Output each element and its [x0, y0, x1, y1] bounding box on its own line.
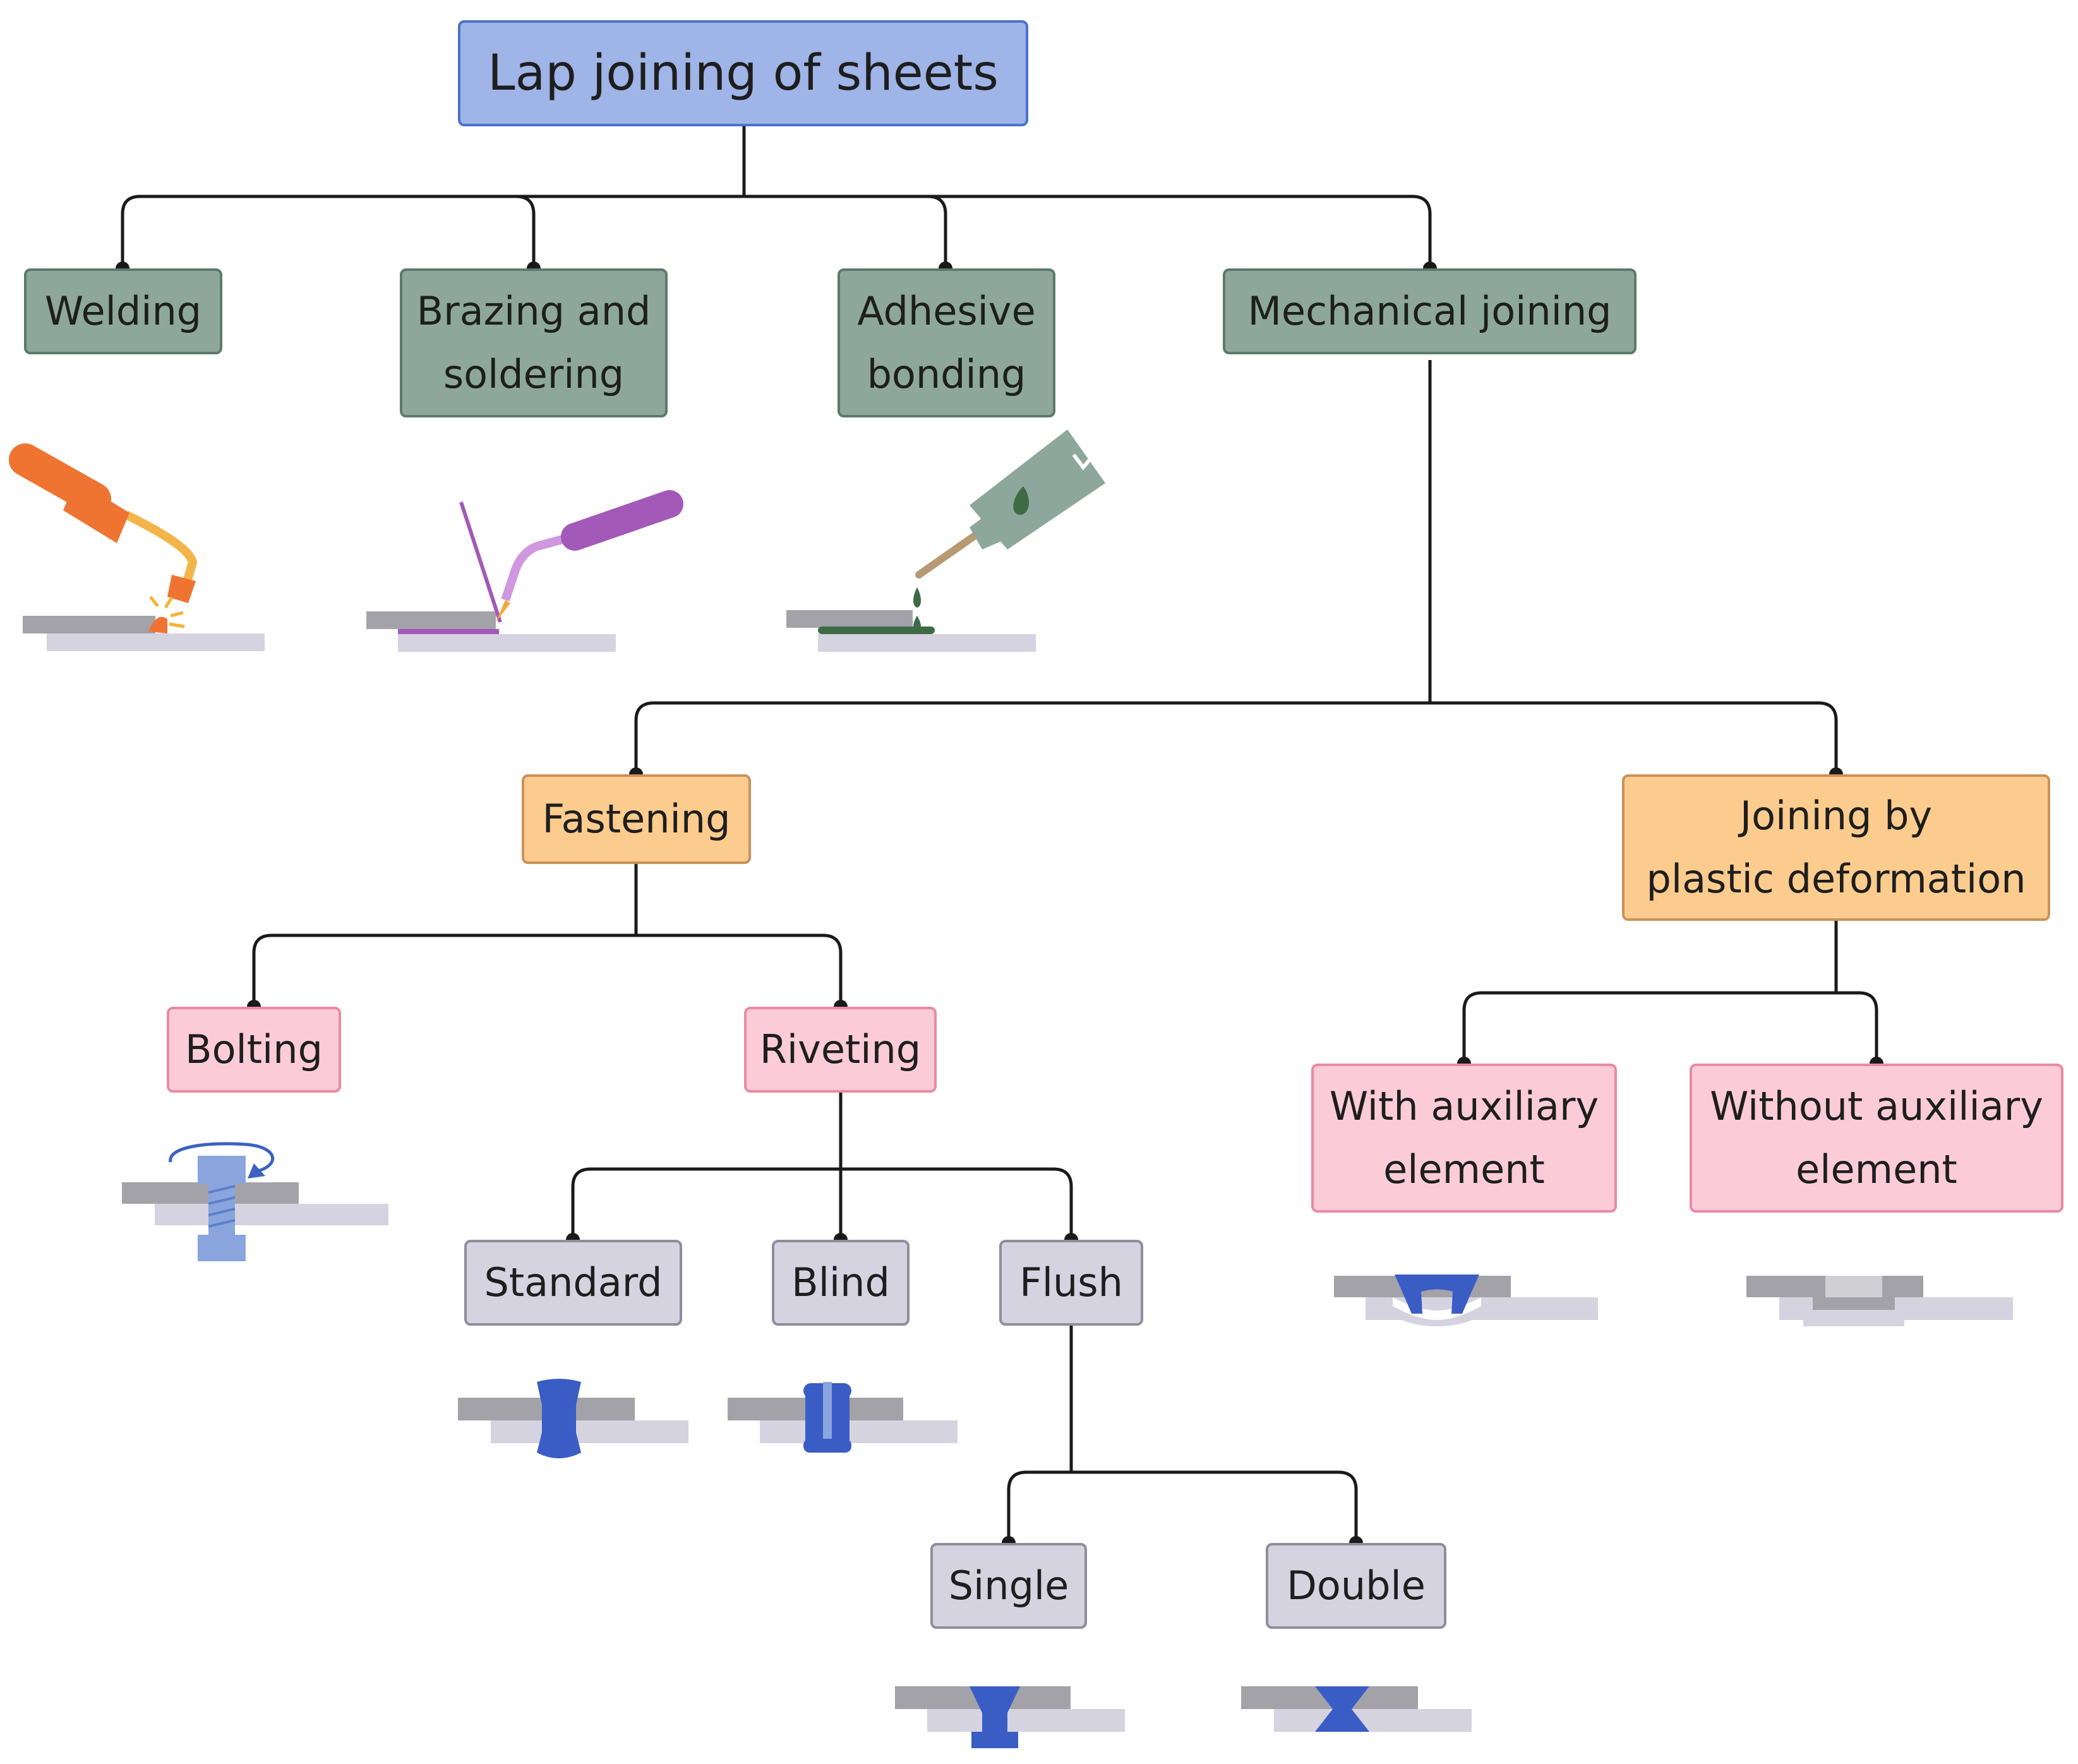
bottom-sheet [47, 633, 265, 651]
tube-cap-mark [1072, 453, 1091, 471]
connector-fastening [252, 864, 843, 1007]
adhesive-tube-icon [786, 429, 1105, 652]
rivet-body [970, 1686, 1020, 1748]
nut [198, 1235, 246, 1261]
standard-rivet-icon [458, 1379, 688, 1458]
node-without-auxiliary-element: Without auxiliary element [1690, 1064, 2063, 1213]
auxiliary-element [1395, 1275, 1479, 1314]
node-fastening: Fastening [522, 774, 751, 864]
rivet-mandrel [823, 1382, 832, 1450]
clinch-button [1803, 1310, 1904, 1326]
bolt-thread [208, 1219, 236, 1228]
top-sheet [366, 611, 496, 629]
bolt-thread [208, 1208, 236, 1216]
node-lap-joining-of-sheets: Lap joining of sheets [458, 20, 1028, 126]
tube-body [970, 429, 1105, 549]
clinch-groove [1393, 1297, 1481, 1320]
tube-drop [1013, 486, 1030, 515]
torch-hose [124, 510, 198, 585]
spark [169, 622, 185, 628]
bottom-sheet [155, 1204, 388, 1225]
filler-layer [398, 629, 499, 634]
bottom-sheet [818, 634, 1036, 652]
spark [149, 596, 159, 608]
welding-torch-icon [9, 443, 265, 651]
torch-nozzle [167, 575, 196, 603]
node-bolting: Bolting [167, 1007, 341, 1093]
connector-root [121, 126, 1432, 268]
node-riveting: Riveting [744, 1007, 937, 1093]
clinch-bottom [1813, 1297, 1895, 1310]
node-welding: Welding [24, 268, 222, 354]
clinch-without-element-icon [1746, 1276, 2013, 1326]
brazing-torch-icon [366, 490, 683, 652]
bottom-sheet [1274, 1709, 1472, 1732]
weld-arc [148, 616, 167, 633]
connector-mechanical [634, 360, 1838, 774]
tube-nozzle [915, 527, 986, 579]
node-mechanical-joining: Mechanical joining [1223, 268, 1637, 354]
rivet-body [537, 1379, 581, 1458]
spark [164, 596, 174, 609]
torch-body [63, 480, 129, 543]
rotation-arrow [169, 1142, 275, 1173]
rotation-arrow-head [248, 1163, 265, 1179]
torch-handle [561, 490, 683, 551]
clinch-recess [1825, 1276, 1882, 1297]
node-single: Single [930, 1543, 1087, 1629]
rivet-tail [803, 1439, 851, 1453]
filler-rod [459, 501, 502, 623]
double-flush-rivet-icon [1241, 1686, 1472, 1732]
bottom-sheet [398, 634, 616, 652]
bolt-thread [208, 1196, 236, 1205]
node-joining-by-plastic-deformation: Joining by plastic deformation [1622, 774, 2050, 921]
torch-flame [496, 600, 510, 622]
connector-flush [1007, 1326, 1358, 1543]
adhesive-layer [818, 627, 935, 634]
torch-tube [501, 532, 573, 602]
clinch-with-element-icon [1334, 1275, 1598, 1326]
rivet-body [1315, 1686, 1369, 1732]
node-adhesive-bonding: Adhesive bonding [838, 268, 1055, 417]
bolt-head [198, 1156, 246, 1184]
node-flush: Flush [999, 1240, 1143, 1326]
bolt-thread [208, 1185, 236, 1194]
drop [913, 587, 921, 608]
top-sheet [23, 616, 155, 633]
connector-riveting [571, 1093, 1073, 1240]
bottom-sheet [760, 1420, 958, 1443]
node-brazing-and-soldering: Brazing and soldering [400, 268, 668, 417]
node-blind: Blind [772, 1240, 910, 1326]
bolt-joint-icon [122, 1142, 388, 1261]
drop [913, 616, 921, 632]
blind-rivet-icon [728, 1382, 958, 1453]
single-flush-rivet-icon [895, 1686, 1125, 1748]
bottom-sheet [927, 1709, 1125, 1732]
bottom-sheet [491, 1420, 688, 1443]
connector-plastic [1462, 921, 1878, 1064]
node-standard: Standard [464, 1240, 682, 1326]
spark [170, 611, 184, 618]
node-with-auxiliary-element: With auxiliary element [1311, 1064, 1617, 1213]
top-sheet [786, 610, 913, 628]
node-double: Double [1266, 1543, 1446, 1629]
